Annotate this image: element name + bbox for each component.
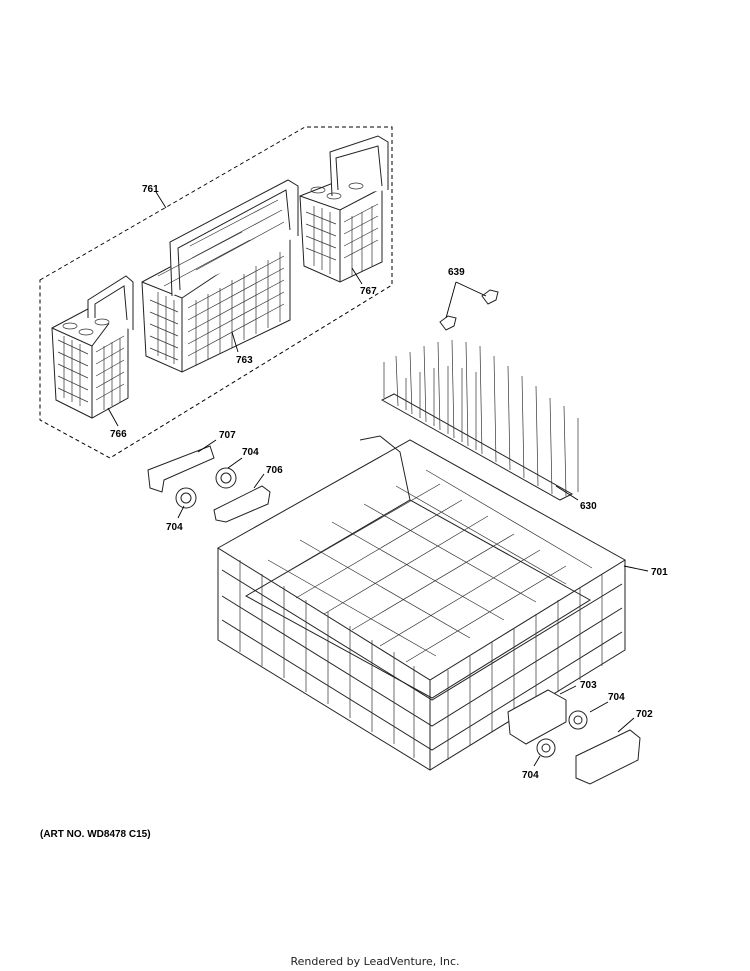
large-basket-center xyxy=(141,179,299,373)
callout-704-d: 704 xyxy=(522,770,539,781)
callout-703: 703 xyxy=(580,680,597,691)
wheel-assembly-right xyxy=(507,689,641,785)
callout-763: 763 xyxy=(236,355,253,366)
leader-lines xyxy=(107,191,649,767)
basket-group-outline xyxy=(39,126,393,459)
footer-credit: Rendered by LeadVenture, Inc. xyxy=(290,955,460,968)
wheel-assembly-left xyxy=(147,445,271,523)
small-basket-left xyxy=(51,275,134,419)
art-number: (ART NO. WD8478 C15) xyxy=(40,829,151,840)
callout-630: 630 xyxy=(580,501,597,512)
callout-704-b: 704 xyxy=(166,522,183,533)
tine-row-630 xyxy=(380,339,579,501)
small-basket-right xyxy=(299,135,389,283)
callout-767: 767 xyxy=(360,286,377,297)
callout-704-c: 704 xyxy=(608,692,625,703)
callout-707: 707 xyxy=(219,430,236,441)
callout-706: 706 xyxy=(266,465,283,476)
callout-639: 639 xyxy=(448,267,465,278)
lower-rack-701 xyxy=(217,435,626,771)
callout-704-a: 704 xyxy=(242,447,259,458)
callout-702: 702 xyxy=(636,709,653,720)
callout-701: 701 xyxy=(651,567,668,578)
callout-766: 766 xyxy=(110,429,127,440)
callout-761: 761 xyxy=(142,184,159,195)
clip-part-639 xyxy=(439,289,499,331)
